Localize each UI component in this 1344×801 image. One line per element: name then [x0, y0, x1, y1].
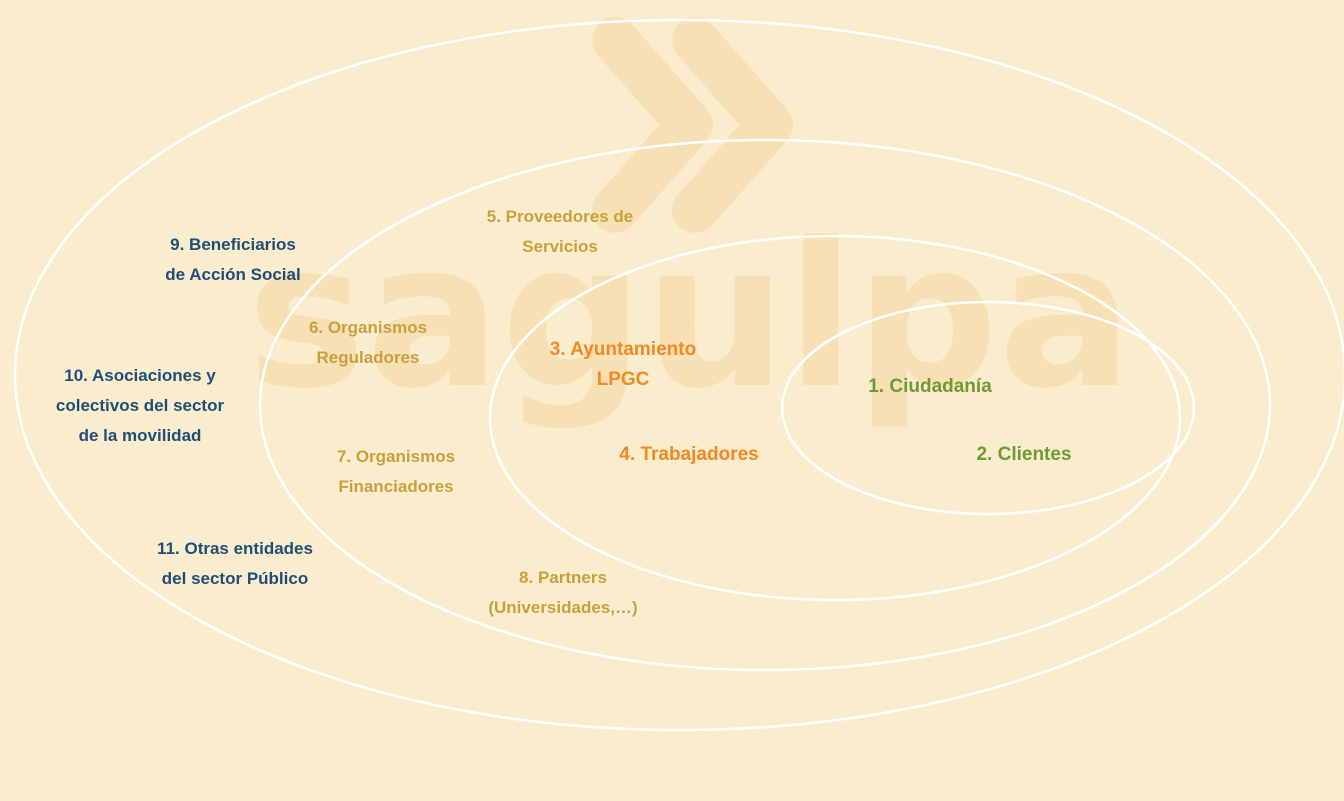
stakeholder-8: 8. Partners (Universidades,…) [463, 563, 663, 623]
stakeholder-11-line1: 11. Otras entidades [157, 539, 313, 558]
ring-core [780, 300, 1196, 516]
stakeholder-7: 7. Organismos Financiadores [316, 442, 476, 502]
stakeholder-3-line2: LPGC [596, 369, 650, 390]
stakeholder-2-label: 2. Clientes [976, 444, 1072, 465]
stakeholder-3: 3. Ayuntamiento LPGC [518, 335, 728, 395]
watermark-chevron-icon [592, 17, 793, 233]
stakeholder-9-line1: 9. Beneficiarios [170, 235, 296, 254]
stakeholder-4: 4. Trabajadores [584, 440, 794, 470]
stakeholder-8-line2: (Universidades,…) [488, 598, 638, 617]
watermark-text: sagulpa [247, 200, 1133, 433]
stakeholder-3-line1: 3. Ayuntamiento [549, 339, 697, 360]
stakeholder-10-line2: colectivos del sector [55, 396, 225, 415]
stakeholder-10-line1: 10. Asociaciones y [64, 366, 216, 385]
stakeholder-9-line2: de Acción Social [165, 265, 301, 284]
stakeholder-2: 2. Clientes [924, 440, 1124, 470]
stakeholder-8-line1: 8. Partners [519, 568, 607, 587]
stakeholder-5: 5. Proveedores de Servicios [460, 202, 660, 262]
ring-middle [258, 138, 1272, 672]
stakeholder-5-line1: 5. Proveedores de [486, 207, 634, 226]
stakeholder-10-line3: de la movilidad [78, 426, 202, 445]
stakeholder-1-label: 1. Ciudadanía [868, 376, 992, 397]
stakeholder-7-line2: Financiadores [338, 477, 454, 496]
stakeholder-11: 11. Otras entidades del sector Público [125, 534, 345, 594]
ring-outer [13, 18, 1344, 732]
stakeholder-10: 10. Asociaciones y colectivos del sector… [30, 361, 250, 451]
stakeholder-5-line2: Servicios [522, 237, 598, 256]
stakeholder-4-label: 4. Trabajadores [619, 444, 759, 465]
stakeholder-9: 9. Beneficiarios de Acción Social [138, 230, 328, 290]
stakeholder-7-line1: 7. Organismos [336, 447, 456, 466]
ring-inner [488, 234, 1182, 602]
stakeholder-6: 6. Organismos Reguladores [288, 313, 448, 373]
stakeholder-6-line2: Reguladores [316, 348, 420, 367]
stakeholder-11-line2: del sector Público [161, 569, 309, 588]
stakeholder-1: 1. Ciudadanía [830, 372, 1030, 402]
stakeholder-6-line1: 6. Organismos [308, 318, 428, 337]
